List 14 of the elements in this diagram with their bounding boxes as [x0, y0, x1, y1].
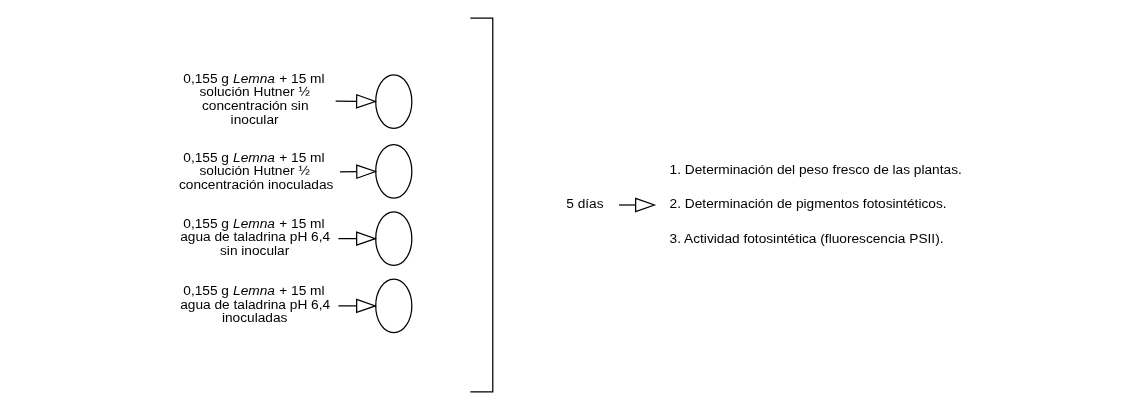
node-text: 0,155 g Lemna + 15 ml agua de taladrina pH 6,4 sin inocular — [179, 215, 330, 259]
node-text: 5 días — [565, 196, 604, 212]
node-ellipse — [374, 211, 412, 267]
arrow — [337, 231, 377, 247]
node-text: 0,155 g Lemna + 15 ml solución Hutner ½ concentración inoculadas — [178, 149, 333, 193]
node-ellipse — [374, 278, 412, 334]
arrow — [334, 93, 377, 109]
arrow — [337, 298, 377, 314]
node-ellipse — [374, 74, 412, 130]
arrow — [617, 197, 656, 213]
node-text: 0,155 g Lemna + 15 ml solución Hutner ½ concentración sin inocular — [182, 70, 325, 127]
node-text: 0,155 g Lemna + 15 ml agua de taladrina pH 6,4 inoculadas — [179, 283, 330, 326]
node-ellipse — [374, 143, 412, 199]
node-text: 1. Determinación del peso fresco de las plantas. 2. Determinación de pigmentos fotosintéticos. 3. Actividad fotosintética (fluorescencia PSII). — [669, 161, 962, 247]
